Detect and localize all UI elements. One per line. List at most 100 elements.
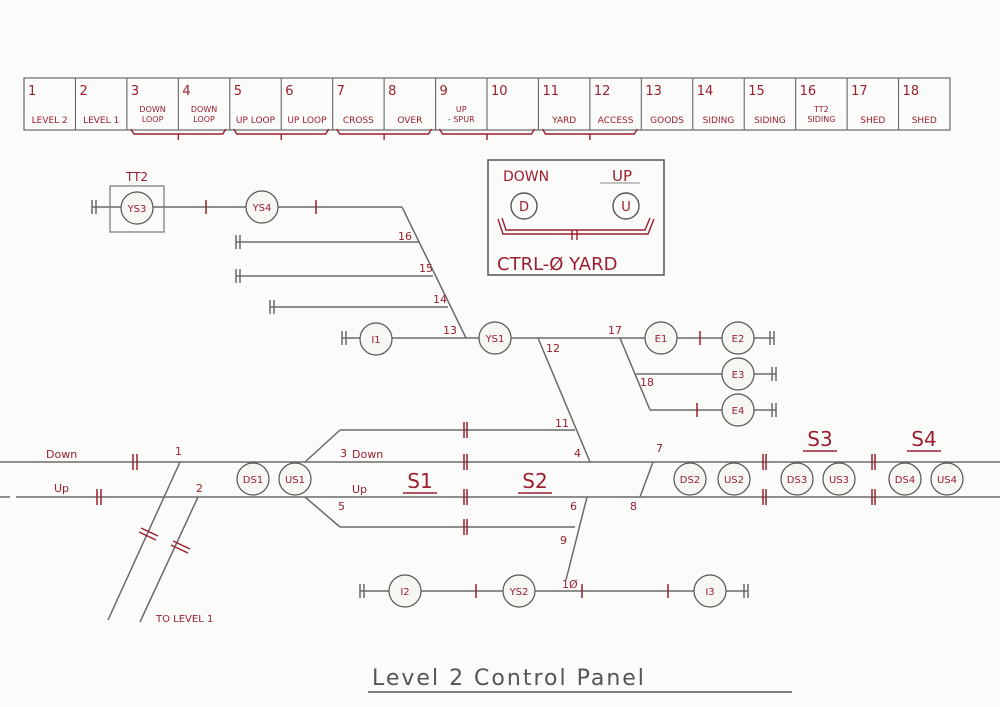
point-4-label: 4 [574, 447, 581, 460]
signal-us1-button[interactable] [278, 462, 312, 496]
key-number-12: 12 [594, 84, 611, 99]
down-button[interactable] [510, 192, 538, 220]
point-7-label: 7 [656, 442, 663, 455]
signal-us2-button[interactable] [717, 462, 751, 496]
point-15-label: 15 [419, 262, 433, 275]
signal-ys2-button[interactable] [502, 574, 536, 608]
signal-ys3-button[interactable] [120, 191, 154, 225]
signal-ds4-button[interactable] [888, 462, 922, 496]
key-number-3: 3 [131, 84, 139, 99]
yard-caption: CTRL-Ø YARD [497, 254, 617, 275]
up-line-label: Up [54, 482, 69, 495]
key-number-5: 5 [234, 84, 242, 99]
point-17-label: 17 [608, 324, 622, 337]
key-label-17: SHED [860, 116, 885, 126]
point-12-label: 12 [546, 342, 560, 355]
key-label-11: YARD [551, 116, 576, 126]
key-label-2: LEVEL 1 [83, 116, 119, 126]
signal-i2-label: I2 [400, 587, 409, 598]
point-11-label: 11 [555, 417, 569, 430]
signal-us3-button[interactable] [822, 462, 856, 496]
key-label-9: UP- SPUR [448, 105, 475, 124]
signal-ds1-label: DS1 [243, 475, 263, 486]
signal-us4-button[interactable] [930, 462, 964, 496]
signal-ys4-button[interactable] [245, 190, 279, 224]
key-number-2: 2 [79, 84, 87, 99]
point-18-label: 18 [640, 376, 654, 389]
key-number-8: 8 [388, 84, 396, 99]
point-2-label: 2 [196, 482, 203, 495]
signal-i2-button[interactable] [388, 574, 422, 608]
point-9-label: 9 [560, 534, 567, 547]
section-s4-label: S4 [911, 427, 936, 451]
signal-ys1-button[interactable] [478, 321, 512, 355]
point-16-label: 16 [398, 230, 412, 243]
key-label-1: LEVEL 2 [32, 116, 68, 126]
section-s1-label: S1 [407, 469, 432, 493]
signal-us4-label: US4 [937, 475, 957, 486]
tt2-box [109, 185, 165, 233]
point-10-label: 1Ø [562, 578, 578, 591]
key-label-18: SHED [912, 116, 937, 126]
signal-us2-label: US2 [724, 475, 744, 486]
key-number-9: 9 [440, 84, 448, 99]
signal-ys2-label: YS2 [509, 587, 529, 598]
signal-ds1-button[interactable] [236, 462, 270, 496]
signal-e2-label: E2 [732, 334, 745, 345]
key-number-7: 7 [337, 84, 345, 99]
key-number-4: 4 [182, 84, 190, 99]
down-button-label: D [519, 200, 529, 215]
key-number-6: 6 [285, 84, 293, 99]
tt2-label: TT2 [125, 170, 148, 184]
signal-e3-button[interactable] [721, 357, 755, 391]
point-13-label: 13 [443, 324, 457, 337]
point-14-label: 14 [433, 293, 447, 306]
signal-e3-label: E3 [732, 370, 745, 381]
signal-ds3-button[interactable] [780, 462, 814, 496]
signal-ys4-label: YS4 [252, 203, 272, 214]
signal-i1-button[interactable] [359, 322, 393, 356]
point-6-label: 6 [570, 500, 577, 513]
signal-e4-button[interactable] [721, 393, 755, 427]
key-label-14: SIDING [703, 116, 735, 126]
up-button[interactable] [612, 192, 640, 220]
key-label-13: GOODS [650, 116, 684, 126]
key-number-17: 17 [851, 84, 868, 99]
key-number-1: 1 [28, 84, 36, 99]
signal-ds2-button[interactable] [673, 462, 707, 496]
signal-ys1-label: YS1 [485, 334, 505, 345]
signal-ds3-label: DS3 [787, 475, 807, 486]
key-label-5: UP LOOP [236, 116, 276, 126]
signal-e1-label: E1 [655, 334, 668, 345]
signal-e2-button[interactable] [721, 321, 755, 355]
key-label-6: UP LOOP [287, 116, 327, 126]
point-5-label: 5 [338, 500, 345, 513]
yard-up-label: UP [612, 167, 632, 185]
signal-us1-label: US1 [285, 475, 305, 486]
up-loop-label: Up [352, 483, 367, 496]
point-8-label: 8 [630, 500, 637, 513]
key-label-12: ACCESS [598, 116, 634, 126]
key-number-10: 10 [491, 84, 508, 99]
signal-i3-button[interactable] [693, 574, 727, 608]
section-s2-label: S2 [522, 469, 547, 493]
key-number-13: 13 [645, 84, 662, 99]
key-number-16: 16 [800, 84, 817, 99]
key-label-15: SIDING [754, 116, 786, 126]
key-label-8: OVER [397, 116, 422, 126]
yard-control-box: DOWN UP D U CTRL-Ø YARD [487, 159, 665, 276]
signal-ds4-label: DS4 [895, 475, 915, 486]
signal-ds2-label: DS2 [680, 475, 700, 486]
point-3-label: 3 [340, 447, 347, 460]
key-number-11: 11 [542, 84, 559, 99]
section-s3-label: S3 [807, 427, 832, 451]
signal-e4-label: E4 [732, 406, 745, 417]
key-number-14: 14 [697, 84, 714, 99]
signal-e1-button[interactable] [644, 321, 678, 355]
up-button-label: U [621, 200, 631, 215]
